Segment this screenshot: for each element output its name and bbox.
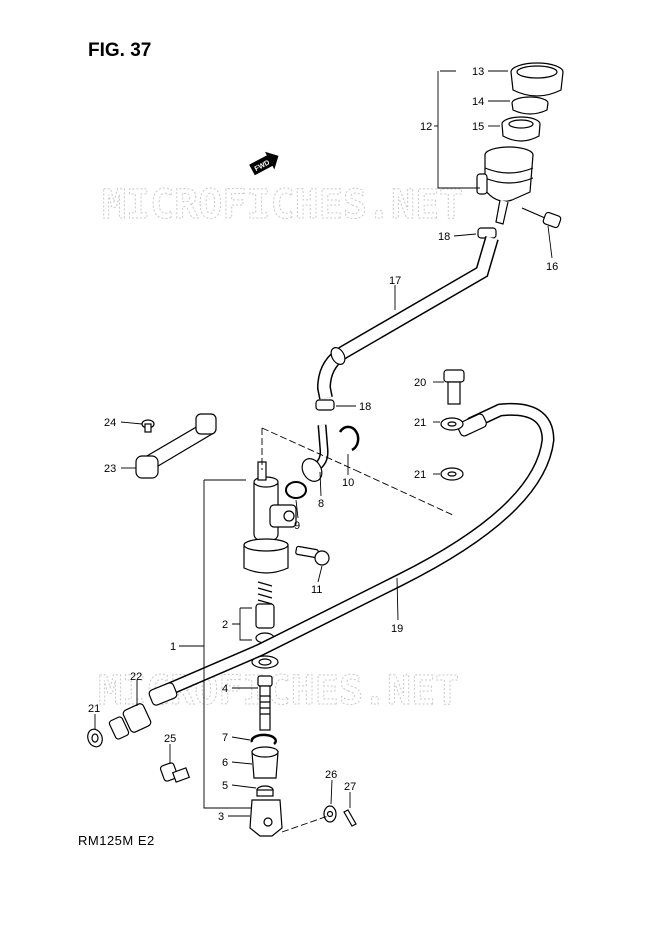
part-label-3: 3 bbox=[218, 811, 224, 823]
part-label-26: 26 bbox=[325, 769, 337, 781]
hose-clamp-lower bbox=[315, 399, 335, 411]
piston-spring bbox=[255, 581, 275, 644]
clevis bbox=[249, 799, 283, 837]
part-label-10: 10 bbox=[342, 477, 354, 489]
sealing-washer-left bbox=[87, 728, 103, 748]
clevis-washer bbox=[323, 805, 337, 823]
boot-washer bbox=[251, 655, 279, 669]
part-label-18-lower: 18 bbox=[359, 401, 371, 413]
sealing-washer-lower bbox=[440, 467, 464, 481]
hose-union bbox=[108, 703, 152, 740]
part-label-8: 8 bbox=[318, 498, 324, 510]
leader-lines bbox=[94, 70, 553, 833]
hose-clamp-upper bbox=[477, 227, 497, 239]
master-cylinder-body bbox=[243, 461, 297, 574]
circlip bbox=[338, 425, 360, 452]
lock-nut bbox=[256, 785, 274, 797]
part-label-16: 16 bbox=[546, 261, 558, 273]
dust-boot bbox=[251, 746, 279, 779]
hose-guide-clamp bbox=[135, 413, 217, 479]
diaphragm bbox=[501, 116, 541, 142]
part-label-18-upper: 18 bbox=[438, 231, 450, 243]
clamp-screw bbox=[141, 419, 155, 433]
banjo-bolt-25 bbox=[159, 762, 191, 783]
part-label-25: 25 bbox=[164, 733, 176, 745]
brake-hose bbox=[148, 402, 555, 706]
part-label-23: 23 bbox=[104, 463, 116, 475]
mounting-bolt bbox=[295, 545, 330, 566]
part-label-15: 15 bbox=[472, 121, 484, 133]
part-label-6: 6 bbox=[222, 757, 228, 769]
part-label-1: 1 bbox=[170, 641, 176, 653]
part-label-2: 2 bbox=[222, 619, 228, 631]
part-label-21-upper: 21 bbox=[414, 417, 426, 429]
part-labels: 13 14 15 12 16 18 17 18 20 21 21 24 23 1… bbox=[88, 66, 558, 823]
forward-arrow-icon: FWD bbox=[249, 151, 279, 176]
part-label-20: 20 bbox=[414, 377, 426, 389]
reservoir-bolt bbox=[521, 207, 562, 229]
part-label-9: 9 bbox=[294, 520, 300, 532]
part-label-21-lower: 21 bbox=[414, 469, 426, 481]
model-code: RM125M E2 bbox=[78, 833, 155, 848]
push-rod bbox=[257, 675, 273, 731]
sealing-washer-upper bbox=[440, 417, 464, 431]
part-label-19: 19 bbox=[391, 623, 403, 635]
part-label-4: 4 bbox=[222, 683, 228, 695]
part-label-13: 13 bbox=[472, 66, 484, 78]
part-label-7: 7 bbox=[222, 732, 228, 744]
part-label-14: 14 bbox=[472, 96, 484, 108]
diaphragm-plate bbox=[511, 96, 549, 115]
hose-joint bbox=[301, 424, 329, 482]
part-label-27: 27 bbox=[344, 781, 356, 793]
reservoir-tank bbox=[476, 146, 534, 225]
o-ring bbox=[285, 481, 307, 499]
part-label-24: 24 bbox=[104, 417, 116, 429]
banjo-bolt-20 bbox=[443, 369, 465, 405]
part-label-5: 5 bbox=[222, 780, 228, 792]
watermark-top: MICROFICHES.NET bbox=[102, 182, 463, 228]
reservoir-hose bbox=[316, 236, 499, 400]
figure-title: FIG. 37 bbox=[88, 40, 152, 61]
retaining-clip bbox=[250, 733, 277, 745]
reservoir-cap bbox=[510, 62, 564, 97]
part-label-21-left: 21 bbox=[88, 703, 100, 715]
cotter-pin bbox=[343, 809, 357, 827]
part-label-22: 22 bbox=[130, 671, 142, 683]
part-label-12: 12 bbox=[420, 121, 432, 133]
part-label-17: 17 bbox=[389, 275, 401, 287]
part-label-11: 11 bbox=[311, 584, 322, 596]
